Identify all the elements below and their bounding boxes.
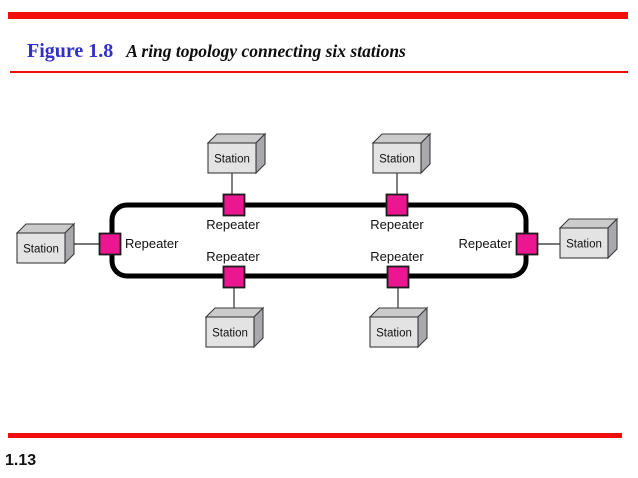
repeater-node-top-right (385, 193, 409, 217)
repeater-node-top-left (222, 193, 246, 217)
figure-caption: A ring topology connecting six stations (126, 41, 406, 61)
repeater-label-bottom-left: Repeater (206, 249, 260, 264)
repeater-label-left: Repeater (125, 236, 179, 251)
repeater-node-left (98, 232, 122, 256)
station-box-top-right: Station (371, 132, 432, 175)
repeater-node-bottom-right (386, 265, 410, 289)
station-label: Station (376, 328, 412, 340)
title-underline (10, 71, 628, 73)
repeater-label-top-right: Repeater (370, 217, 424, 232)
top-accent-bar (8, 12, 628, 19)
station-box-front-face (16, 232, 66, 264)
station-box-front-face (205, 316, 255, 348)
station-label: Station (212, 328, 248, 340)
repeater-label-right: Repeater (459, 236, 513, 251)
bottom-accent-bar (8, 433, 622, 438)
station-box-front-face (372, 142, 422, 174)
station-label: Station (23, 244, 59, 256)
station-box-top-face (206, 133, 267, 144)
station-box-top-face (15, 223, 76, 234)
station-label: Station (379, 154, 415, 166)
station-label: Station (214, 154, 250, 166)
station-box-left: Station (15, 222, 76, 265)
station-box-top-face (558, 218, 619, 229)
station-box-top-face (371, 133, 432, 144)
station-box-front-face (559, 227, 609, 259)
station-box-top-face (204, 307, 265, 318)
station-box-top-face (368, 307, 429, 318)
repeater-label-bottom-right: Repeater (370, 249, 424, 264)
station-box-bottom-right: Station (368, 306, 429, 349)
repeater-node-bottom-left (222, 265, 246, 289)
station-box-front-face (207, 142, 257, 174)
station-box-right: Station (558, 217, 619, 260)
station-box-top-left: Station (206, 132, 267, 175)
station-box-front-face (369, 316, 419, 348)
station-box-bottom-left: Station (204, 306, 265, 349)
repeater-label-top-left: Repeater (206, 217, 260, 232)
figure-title: Figure 1.8 A ring topology connecting si… (27, 40, 406, 63)
figure-number: Figure 1.8 (27, 40, 114, 62)
repeater-node-right (515, 232, 539, 256)
page-number: 1.13 (5, 452, 37, 469)
station-label: Station (566, 239, 602, 251)
